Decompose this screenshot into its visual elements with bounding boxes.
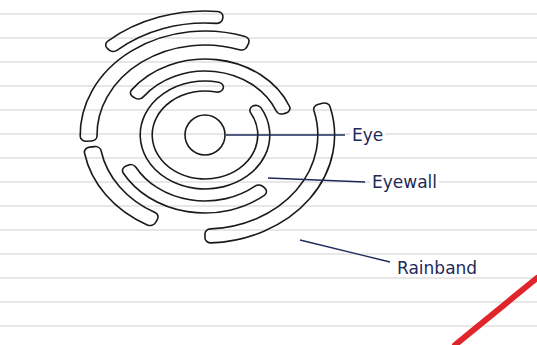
rain-band-outline <box>84 147 158 226</box>
rain-band-outline <box>130 59 290 114</box>
rain-band-outline <box>122 165 266 213</box>
part-label: Rainband <box>395 259 479 278</box>
rainband-leader <box>300 240 390 262</box>
eyewall-leader <box>268 178 365 182</box>
part-label: Eye <box>350 126 385 145</box>
rain-band-outline <box>80 31 249 141</box>
rain-band-outline <box>205 103 335 243</box>
part-label: Eyewall <box>370 173 439 192</box>
eye-leader <box>226 134 345 135</box>
rain-band-outline <box>106 11 223 51</box>
eye-circle <box>185 115 225 155</box>
red-strike-mark <box>455 278 537 345</box>
